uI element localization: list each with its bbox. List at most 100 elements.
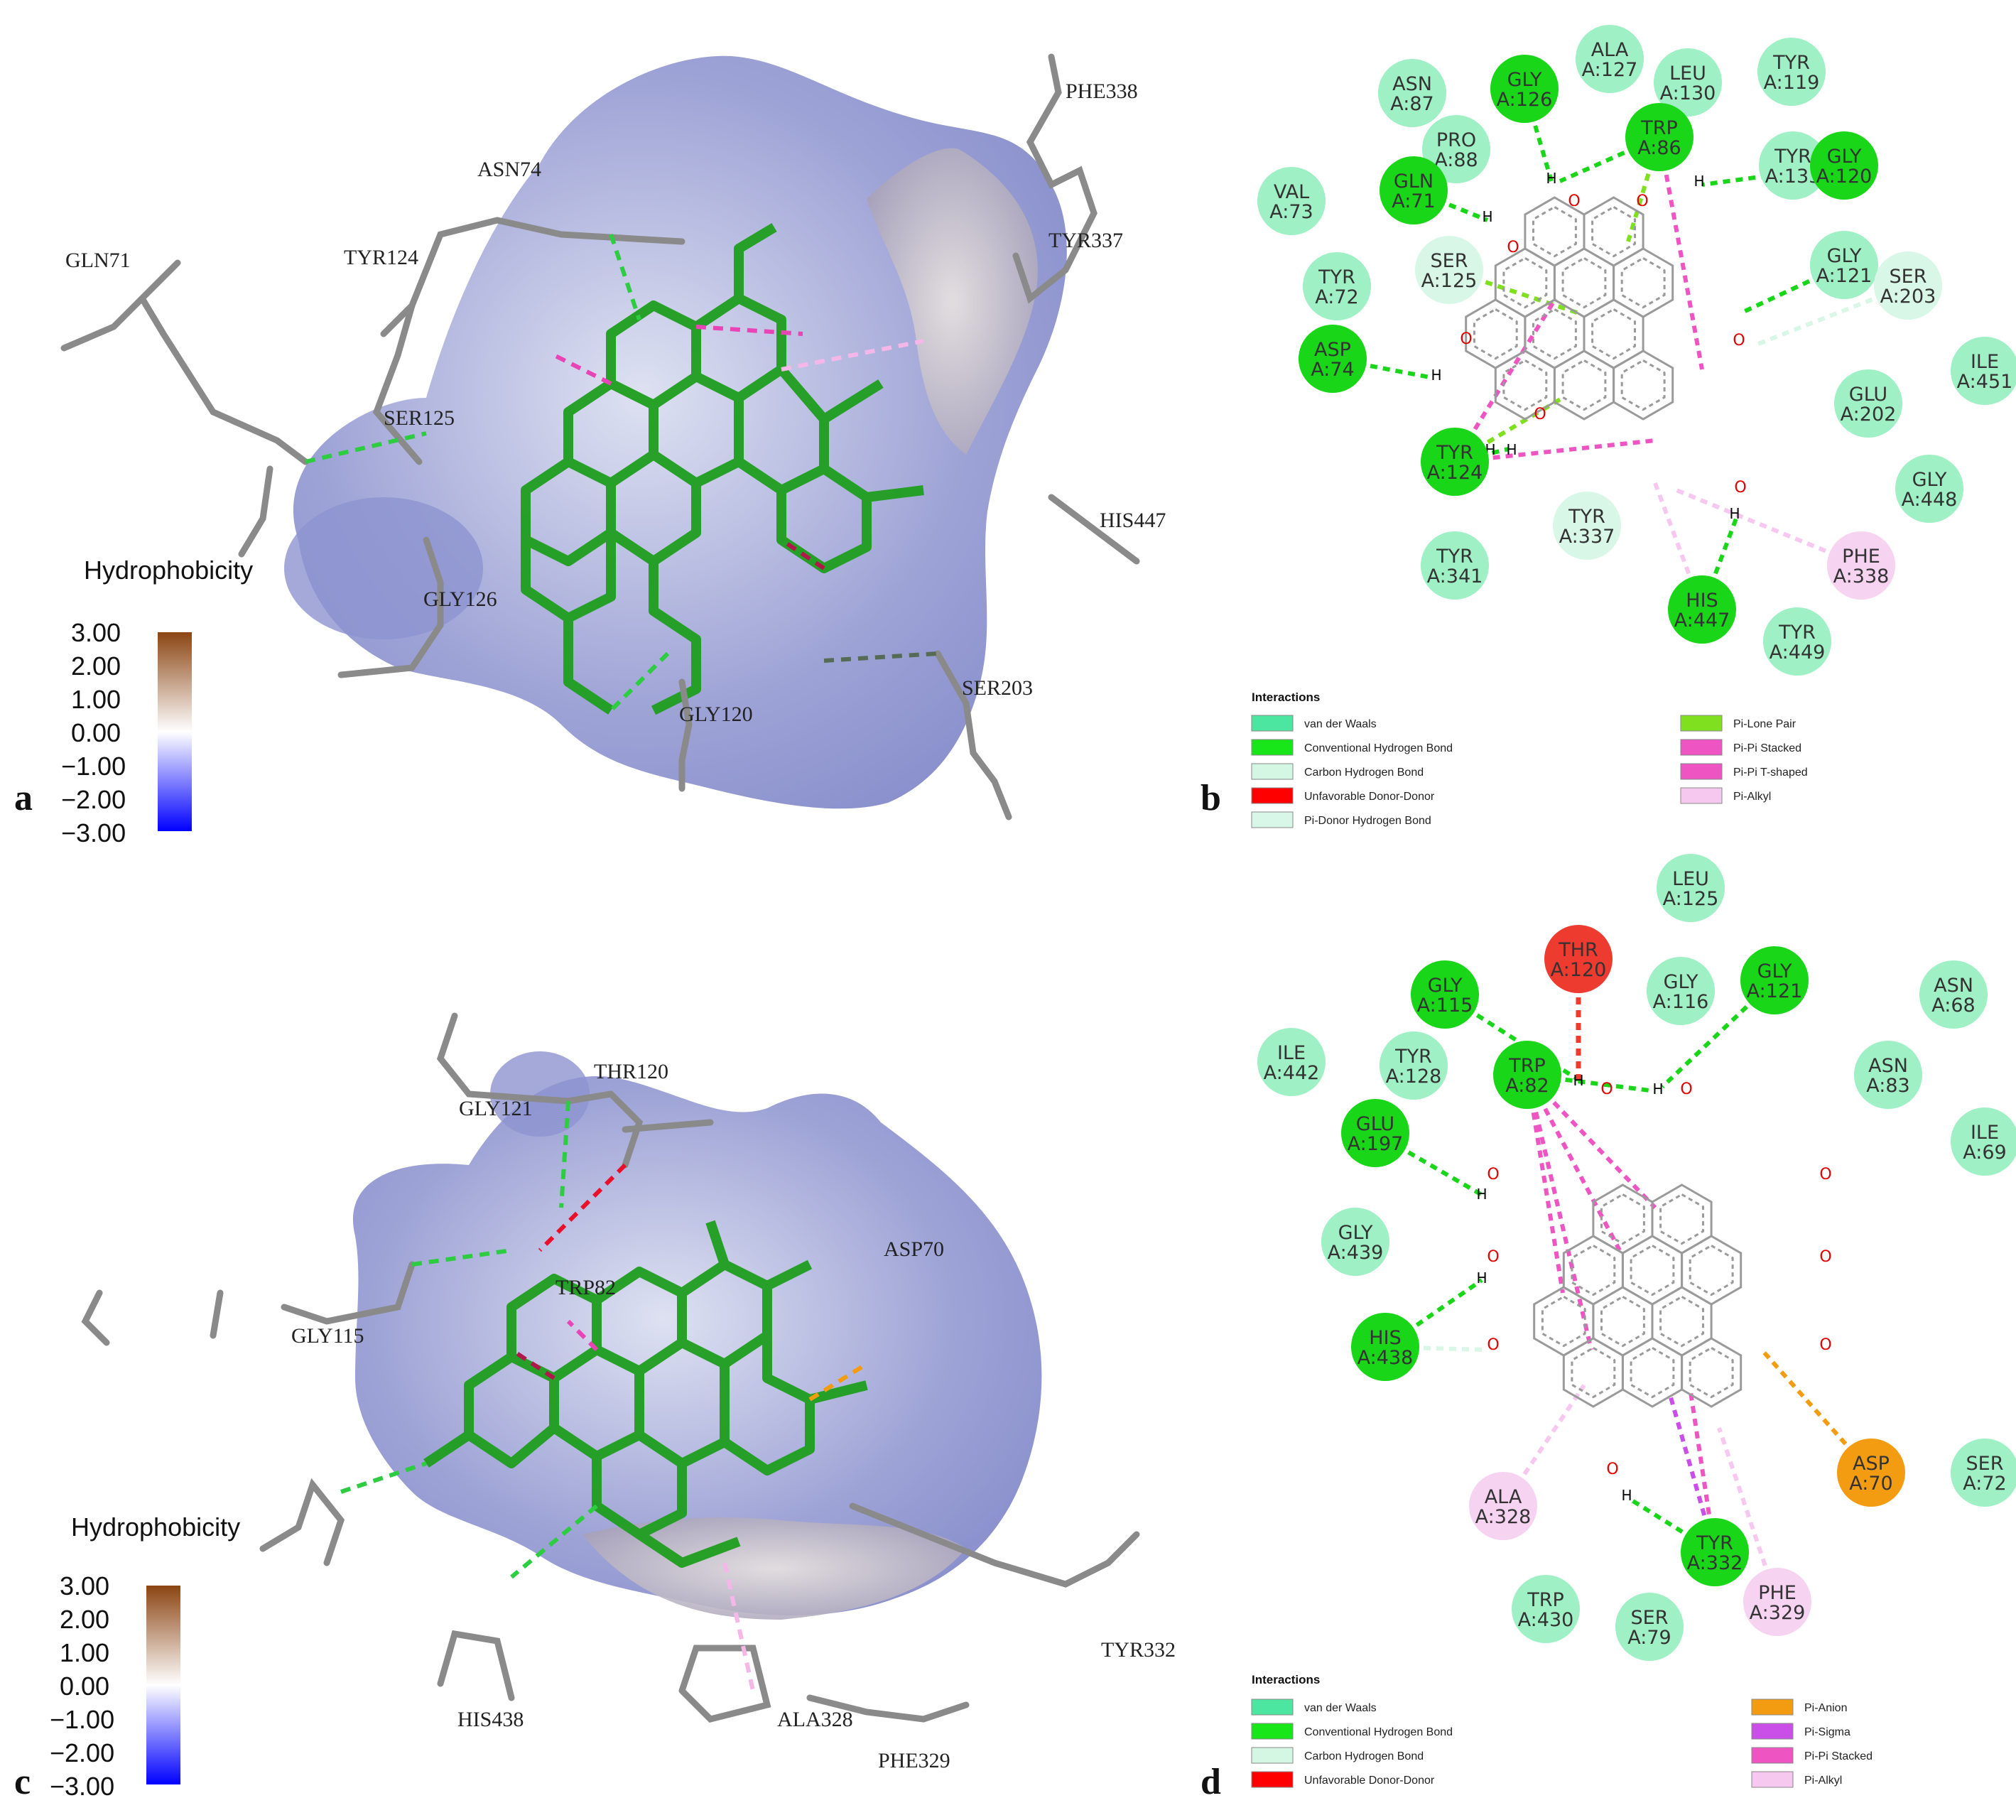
ring-7-aromatic — [1659, 1295, 1704, 1348]
ring-5-aromatic — [1541, 1295, 1586, 1348]
colorbar-a: Hydrophobicity 3.00 2.00 1.00 0.00 −1.00… — [61, 556, 253, 847]
residue-disc — [1951, 337, 2016, 405]
residue-name: SER — [1890, 266, 1927, 288]
interaction-lines-a — [305, 234, 938, 713]
residue-name: ILE — [1971, 351, 1999, 373]
residue-id: A:116 — [1653, 991, 1709, 1013]
residue-disc — [1378, 59, 1446, 127]
d-legend-label-2: Carbon Hydrogen Bond — [1304, 1750, 1424, 1762]
residue-name: GLY — [1507, 69, 1542, 91]
residue-disc — [1763, 607, 1831, 676]
residue-id: A:87 — [1390, 93, 1434, 115]
residue-disc — [1854, 1041, 1922, 1109]
residue-labels-c: THR120 GLY121 TRP82 ASP70 GLY115 HIS438 … — [291, 1060, 1176, 1772]
residue-name: ASP — [1314, 339, 1351, 361]
tick-a-0: 3.00 — [71, 618, 121, 647]
residue-disc — [1615, 1593, 1684, 1661]
residue-disc — [1834, 369, 1902, 438]
residue-disc — [1919, 960, 1988, 1029]
d-legend-swatch-2 — [1251, 1747, 1294, 1764]
tick-a-3: 0.00 — [71, 718, 121, 747]
oxygen-atom-d-0: O — [1600, 1080, 1613, 1098]
hydrogen-atom-d-1: H — [1652, 1080, 1663, 1098]
surface-lobe-c — [490, 1051, 590, 1137]
residue-name: THR — [1558, 939, 1598, 961]
oxygen-atom-d-1: O — [1680, 1080, 1692, 1098]
residue-disc — [1874, 251, 1942, 320]
residue-name: VAL — [1274, 181, 1309, 203]
label-tyr124: TYR124 — [344, 246, 418, 269]
panel-c-3d-view: THR120 GLY121 TRP82 ASP70 GLY115 HIS438 … — [14, 1012, 1176, 1802]
oxygen-atom-d-5: O — [1606, 1461, 1618, 1478]
residue-disc — [1422, 115, 1490, 183]
d-legend-label-4: Pi-Anion — [1804, 1702, 1847, 1714]
residue-name: TYR — [1778, 622, 1816, 644]
residue-name: TYR — [1696, 1532, 1733, 1554]
residue-name: SER — [1431, 250, 1468, 272]
colorbar-title-a: Hydrophobicity — [84, 556, 253, 585]
b-legend-label-8: Pi-Alkyl — [1733, 791, 1771, 803]
hydrogen-atom-d-0: H — [1573, 1072, 1583, 1089]
residue-name: PRO — [1436, 129, 1476, 151]
oxygen-atom-b-1: O — [1636, 193, 1648, 210]
residue-id: A:125 — [1421, 270, 1478, 292]
b-legend-label-6: Pi-Pi Stacked — [1733, 742, 1801, 754]
residue-id: A:120 — [1551, 959, 1607, 981]
label-trp82: TRP82 — [556, 1276, 616, 1299]
molecular-surface-a — [293, 55, 1067, 809]
residue-id: A:341 — [1427, 565, 1483, 587]
residue-id: A:430 — [1518, 1609, 1574, 1631]
d-legend-swatch-4 — [1751, 1699, 1794, 1716]
residue-name: TYR — [1436, 546, 1473, 568]
residue-id: A:451 — [1957, 371, 2013, 393]
tick-c-0: 3.00 — [60, 1571, 109, 1600]
residue-disc — [1411, 960, 1479, 1029]
hydrogen-atom-d-2: H — [1476, 1186, 1487, 1203]
label-gly126: GLY126 — [423, 587, 497, 611]
residue-disc — [1951, 1107, 2016, 1176]
residue-disc — [1576, 25, 1644, 93]
d-legend-label-5: Pi-Sigma — [1804, 1726, 1850, 1738]
tick-a-5: −2.00 — [61, 785, 126, 814]
residue-disc — [1827, 531, 1895, 600]
residue-name: TRP — [1640, 117, 1678, 139]
ring-9-aromatic — [1630, 1346, 1675, 1399]
hydrogen-atom-b-4: H — [1729, 505, 1740, 522]
label-ser203: SER203 — [962, 676, 1033, 700]
residue-id: A:70 — [1849, 1473, 1892, 1495]
residue-name: TYR — [1436, 442, 1473, 464]
residue-name: ILE — [1971, 1122, 1999, 1144]
ring-10-aromatic — [1689, 1346, 1734, 1399]
residue-id: A:128 — [1386, 1066, 1442, 1088]
residue-disc — [1351, 1313, 1419, 1381]
colorbar-title-c: Hydrophobicity — [71, 1512, 240, 1542]
residue-id: A:126 — [1497, 89, 1553, 111]
ring-1-aromatic — [1591, 205, 1636, 258]
residue-disc — [1380, 1031, 1448, 1100]
residue-name: ASN — [1934, 975, 1973, 997]
b-legend-swatch-6 — [1680, 739, 1723, 756]
residue-id: A:125 — [1663, 888, 1719, 910]
residue-disc — [1837, 1439, 1905, 1507]
b-legend-swatch-3 — [1251, 787, 1294, 804]
ring-3-aromatic — [1630, 1244, 1675, 1296]
